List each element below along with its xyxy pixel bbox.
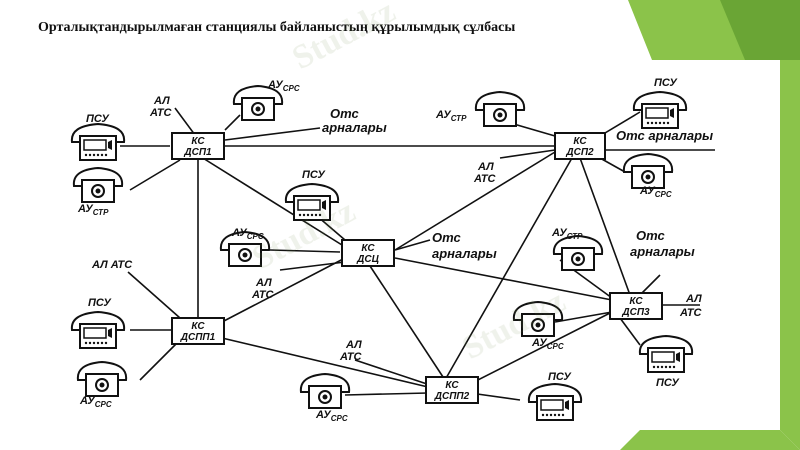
green-accent-dark (720, 0, 800, 60)
green-accent-right (780, 60, 800, 450)
svg-text:ПСУ: ПСУ (88, 297, 112, 309)
svg-text:арналары: арналары (322, 120, 387, 135)
au-phone-icon (232, 85, 284, 121)
svg-text:АЛ: АЛ (345, 339, 362, 351)
psu-phone-icon (70, 311, 126, 349)
node-dsp2: КС ДСП2 (554, 132, 606, 160)
au-phone-icon (299, 373, 351, 409)
svg-text:ДСП3: ДСП3 (621, 307, 650, 318)
svg-text:АТС: АТС (339, 351, 363, 363)
svg-text:ПСУ: ПСУ (654, 77, 678, 89)
connection-lines (120, 107, 715, 401)
svg-text:АУСРС: АУСРС (639, 185, 672, 199)
svg-text:АТС: АТС (149, 107, 173, 119)
svg-text:АУСРС: АУСРС (267, 79, 300, 93)
svg-text:АЛ: АЛ (255, 277, 272, 289)
svg-text:Отс: Отс (330, 106, 359, 121)
svg-text:АЛ: АЛ (685, 293, 702, 305)
svg-text:Отс: Отс (636, 228, 665, 243)
svg-text:ДСП1: ДСП1 (183, 147, 212, 158)
au-phone-icon (622, 153, 674, 189)
svg-text:КС: КС (191, 321, 205, 332)
svg-text:Отс арналары: Отс арналары (616, 128, 713, 143)
watermark: Stud.kz Stud.kz Stud.kz (246, 0, 571, 367)
svg-text:АЛ АТС: АЛ АТС (91, 259, 133, 271)
svg-text:АУСРС: АУСРС (315, 409, 348, 423)
svg-text:ДСПП1: ДСПП1 (180, 332, 216, 343)
svg-text:КС: КС (361, 243, 375, 254)
svg-text:Stud.kz: Stud.kz (286, 0, 401, 77)
svg-text:арналары: арналары (630, 244, 695, 259)
svg-text:арналары: арналары (432, 246, 497, 261)
svg-text:ПСУ: ПСУ (86, 113, 110, 125)
svg-text:КС: КС (445, 380, 459, 391)
svg-text:АУСРС: АУСРС (231, 227, 264, 241)
svg-text:ПСУ: ПСУ (548, 371, 572, 383)
node-dspp2: КС ДСПП2 (425, 376, 479, 404)
au-phone-icon (76, 361, 128, 397)
psu-phone-icon (632, 91, 688, 129)
au-phone-icon (474, 91, 526, 127)
psu-phone-icon (527, 383, 583, 421)
svg-text:ДСПП2: ДСПП2 (434, 391, 470, 402)
svg-text:АЛ: АЛ (153, 95, 170, 107)
diagram-labels: ПСУ ПСУ ПСУ ПСУ ПСУ ПСУ АУСРС АУСТР АУСТ… (77, 77, 713, 423)
svg-text:ДСП2: ДСП2 (565, 147, 594, 158)
svg-text:АТС: АТС (251, 289, 275, 301)
svg-text:ПСУ: ПСУ (656, 377, 680, 389)
svg-text:АУСРС: АУСРС (79, 395, 112, 409)
svg-text:ДСЦ: ДСЦ (356, 254, 379, 265)
svg-text:Отс: Отс (432, 230, 461, 245)
node-dspp1: КС ДСПП1 (171, 317, 225, 345)
au-phone-icon (72, 167, 124, 203)
svg-text:КС: КС (573, 136, 587, 147)
node-dsp1: КС ДСП1 (171, 132, 225, 160)
svg-text:ПСУ: ПСУ (302, 169, 326, 181)
svg-text:АУСРС: АУСРС (531, 337, 564, 351)
slide-title: Орталықтандырылмаған станциялы байланыст… (38, 20, 516, 35)
psu-phone-icon (70, 123, 126, 161)
node-dsp3: КС ДСП3 (609, 292, 663, 320)
green-accent-bottom (620, 430, 800, 450)
svg-text:АУСТР: АУСТР (435, 109, 467, 123)
svg-text:АУСТР: АУСТР (551, 227, 583, 241)
svg-text:АТС: АТС (473, 173, 497, 185)
au-phone-icon (552, 235, 604, 271)
svg-text:АЛ: АЛ (477, 161, 494, 173)
svg-text:КС: КС (191, 136, 205, 147)
svg-text:АТС: АТС (679, 307, 703, 319)
svg-text:АУСТР: АУСТР (77, 203, 109, 217)
svg-text:КС: КС (629, 296, 643, 307)
psu-phone-icon (638, 335, 694, 373)
node-dsc: КС ДСЦ (341, 239, 395, 267)
